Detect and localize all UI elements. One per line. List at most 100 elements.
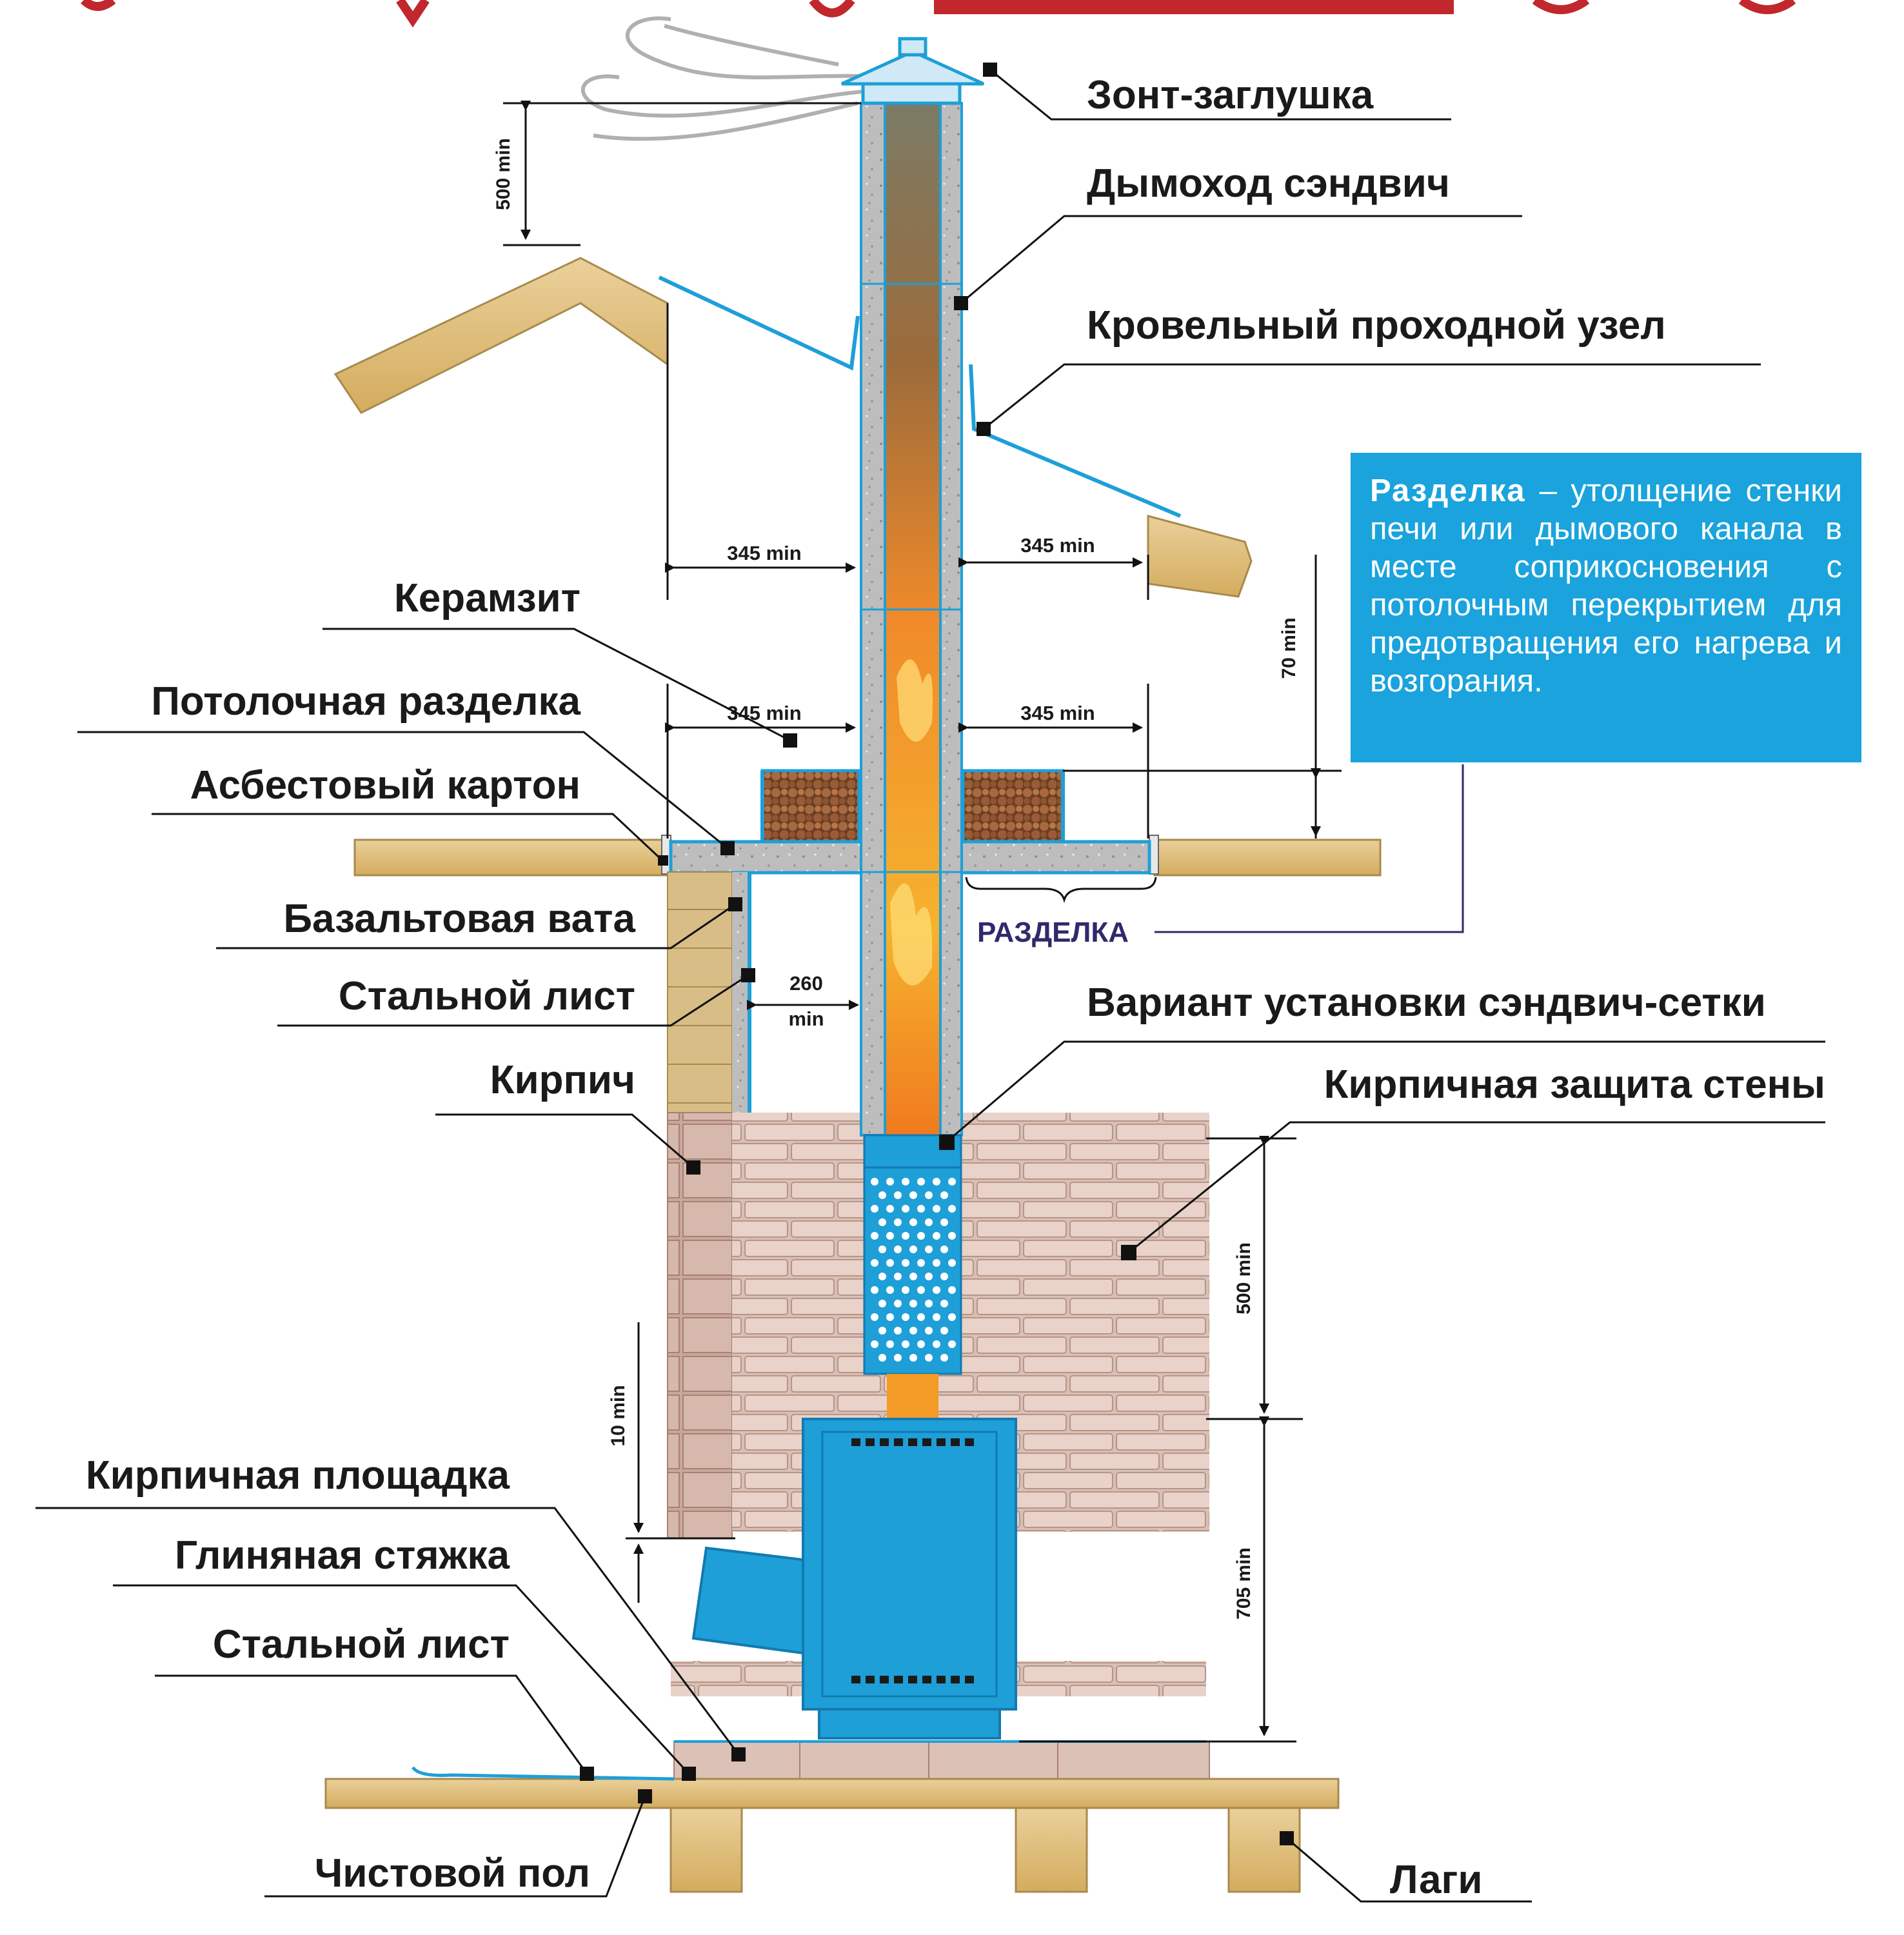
- label-dymohod: Дымоход сэндвич: [1087, 161, 1450, 206]
- mesh-hole: [940, 1273, 948, 1280]
- label-lagi: Лаги: [1390, 1858, 1482, 1902]
- mesh-hole: [871, 1205, 878, 1213]
- mesh-hole: [925, 1218, 933, 1226]
- dim-70: 70 min: [1278, 617, 1300, 679]
- mesh-hole: [948, 1205, 956, 1213]
- label-potolochnaya: Потолочная разделка: [151, 679, 580, 724]
- stove-vent-slot: [937, 1438, 946, 1446]
- mesh-hole: [925, 1191, 933, 1199]
- mesh-hole: [871, 1178, 878, 1186]
- mesh-hole: [917, 1313, 925, 1321]
- mesh-hole: [886, 1259, 894, 1267]
- label-keramzit: Керамзит: [394, 576, 580, 620]
- dim-500-top: 500 min: [493, 138, 514, 210]
- mesh-hole: [940, 1300, 948, 1307]
- stove-vent-slot: [951, 1438, 960, 1446]
- dim-260-value: 260: [789, 972, 823, 995]
- mesh-hole: [917, 1205, 925, 1213]
- mesh-hole: [940, 1354, 948, 1362]
- mesh-hole: [925, 1245, 933, 1253]
- leader-lines: [35, 68, 1825, 1903]
- mesh-hole: [871, 1340, 878, 1348]
- mesh-hole: [909, 1300, 917, 1307]
- stove-vent-slot: [880, 1676, 889, 1683]
- stove-vent-slot: [965, 1676, 974, 1683]
- mesh-hole: [909, 1273, 917, 1280]
- stove-vent-slot: [894, 1438, 903, 1446]
- sandwich-chimney: [860, 102, 963, 1136]
- label-asbest: Асбестовый картон: [190, 763, 580, 808]
- mesh-hole: [886, 1286, 894, 1294]
- mesh-hole: [878, 1218, 886, 1226]
- floor-joists: [669, 1807, 1301, 1893]
- mesh-hole: [948, 1340, 956, 1348]
- mesh-hole: [878, 1354, 886, 1362]
- stove-vent-slot: [965, 1438, 974, 1446]
- stove-vent-slot: [922, 1676, 931, 1683]
- mesh-hole: [878, 1245, 886, 1253]
- razdelka-tag: РАЗДЕЛКА: [977, 917, 1129, 948]
- mesh-hole: [917, 1286, 925, 1294]
- label-variant: Вариант установки сэндвич-сетки: [1087, 980, 1766, 1025]
- left-wall: [667, 871, 751, 1144]
- stove-vent-slot: [866, 1676, 875, 1683]
- label-zont: Зонт-заглушка: [1087, 73, 1374, 117]
- stove-vent-slot: [851, 1438, 860, 1446]
- mesh-hole: [933, 1232, 940, 1240]
- brick-column: [667, 1112, 733, 1539]
- page-title-cropped: [81, 0, 1796, 28]
- dim-345-c: 345 min: [727, 702, 801, 724]
- stove-vent-slot: [894, 1676, 903, 1683]
- razdelka-definition-box: Разделка – утолщение стенки печи или дым…: [1351, 453, 1861, 762]
- mesh-hole: [894, 1354, 902, 1362]
- dim-260-unit: min: [788, 1007, 824, 1030]
- mesh-hole: [871, 1286, 878, 1294]
- mesh-hole: [925, 1327, 933, 1335]
- mesh-hole: [925, 1300, 933, 1307]
- mesh-hole: [933, 1178, 940, 1186]
- mesh-hole: [917, 1259, 925, 1267]
- chimney-cap: [840, 37, 985, 105]
- mesh-hole: [902, 1178, 909, 1186]
- roof-left: [333, 257, 860, 414]
- mesh-hole: [933, 1205, 940, 1213]
- flame-connector: [887, 1374, 938, 1419]
- definition-term: Разделка: [1370, 473, 1526, 508]
- label-krovelny: Кровельный проходной узел: [1087, 303, 1666, 348]
- mesh-hole: [909, 1354, 917, 1362]
- mesh-hole: [871, 1232, 878, 1240]
- stove-vent-slot: [908, 1438, 917, 1446]
- razdelka-connector: [1155, 764, 1464, 933]
- stove-vent-slot: [851, 1676, 860, 1683]
- definition-text: – утолщение стенки печи или дымового кан…: [1370, 473, 1842, 699]
- label-kirpich: Кирпич: [490, 1058, 635, 1102]
- mesh-hole: [948, 1178, 956, 1186]
- dim-345-a: 345 min: [727, 542, 801, 564]
- mesh-hole: [902, 1259, 909, 1267]
- mesh-hole: [878, 1191, 886, 1199]
- mesh-hole: [940, 1191, 948, 1199]
- ceiling-beams: [353, 835, 1382, 877]
- mesh-hole: [894, 1273, 902, 1280]
- mesh-hole: [894, 1245, 902, 1253]
- mesh-hole: [933, 1259, 940, 1267]
- stove-vent-slot: [937, 1676, 946, 1683]
- mesh-hole: [894, 1191, 902, 1199]
- label-kirp-zashita: Кирпичная защита стены: [1324, 1062, 1825, 1107]
- mesh-hole: [948, 1259, 956, 1267]
- mesh-hole: [909, 1245, 917, 1253]
- mesh-hole: [886, 1178, 894, 1186]
- stove-vent-slot: [880, 1438, 889, 1446]
- dimension-texts: 500 min 345 min 345 min 345 min 345 min …: [493, 138, 1300, 1620]
- mesh-hole: [878, 1300, 886, 1307]
- mesh-hole: [902, 1232, 909, 1240]
- mesh-hole: [902, 1286, 909, 1294]
- mesh-hole: [878, 1273, 886, 1280]
- mesh-hole: [933, 1340, 940, 1348]
- label-stal-bottom: Стальной лист: [213, 1622, 510, 1667]
- mesh-hole: [894, 1327, 902, 1335]
- smoke-decoration: [580, 16, 891, 141]
- mesh-hole: [878, 1327, 886, 1335]
- stove-vent-slot: [951, 1676, 960, 1683]
